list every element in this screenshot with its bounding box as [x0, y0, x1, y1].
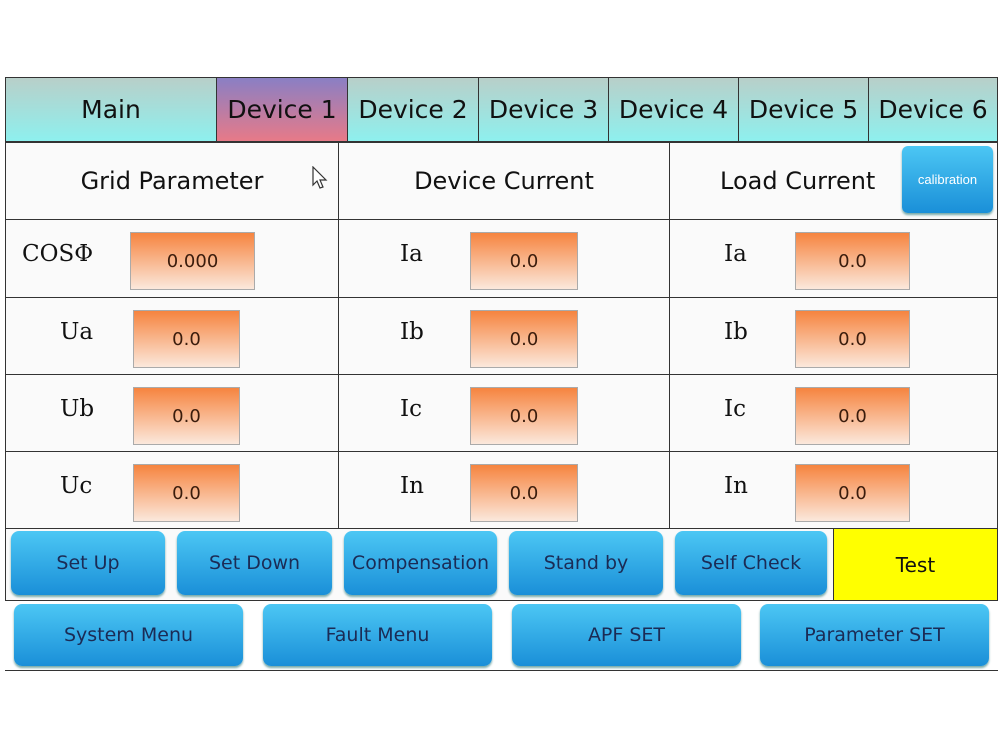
tab-device-5[interactable]: Device 5	[738, 77, 869, 142]
grid-value-field: 0.0	[133, 387, 240, 445]
device-label: Ib	[400, 319, 424, 345]
apf-set-button[interactable]: APF SET	[512, 604, 741, 666]
test-button[interactable]: Test	[833, 528, 998, 601]
grid-section-header: Grid Parameter	[5, 142, 339, 220]
calibration-button[interactable]: calibration	[902, 146, 993, 213]
fault-menu-button[interactable]: Fault Menu	[263, 604, 492, 666]
load-value-field: 0.0	[795, 232, 910, 290]
stand-by-button[interactable]: Stand by	[509, 531, 663, 595]
set-down-button[interactable]: Set Down	[177, 531, 332, 595]
grid-label: Ua	[60, 319, 94, 345]
load-value-field: 0.0	[795, 310, 910, 368]
load-value-field: 0.0	[795, 387, 910, 445]
grid-label: COSΦ	[22, 241, 94, 267]
parameter-set-button[interactable]: Parameter SET	[760, 604, 989, 666]
tab-device-6[interactable]: Device 6	[868, 77, 998, 142]
device-value-field: 0.0	[470, 310, 578, 368]
action-bar	[5, 528, 998, 601]
section-title: Grid Parameter	[80, 167, 264, 195]
device-label: In	[400, 473, 424, 499]
grid-value-field: 0.0	[133, 464, 240, 522]
device-value-field: 0.0	[470, 387, 578, 445]
tab-device-2[interactable]: Device 2	[347, 77, 479, 142]
device-label: Ia	[400, 241, 423, 267]
tab-device-1[interactable]: Device 1	[216, 77, 348, 142]
mouse-cursor-icon	[312, 165, 328, 190]
load-label: Ia	[724, 241, 747, 267]
tab-main[interactable]: Main	[5, 77, 217, 142]
load-value-field: 0.0	[795, 464, 910, 522]
grid-value-field: 0.000	[130, 232, 255, 290]
system-menu-button[interactable]: System Menu	[14, 604, 243, 666]
compensation-button[interactable]: Compensation	[344, 531, 497, 595]
load-label: In	[724, 473, 748, 499]
section-title: Load Current	[720, 167, 876, 195]
grid-label: Uc	[60, 473, 93, 499]
self-check-button[interactable]: Self Check	[675, 531, 827, 595]
load-label: Ic	[724, 396, 746, 422]
section-title: Device Current	[414, 167, 594, 195]
device-section-header: Device Current	[338, 142, 670, 220]
load-label: Ib	[724, 319, 748, 345]
tab-device-4[interactable]: Device 4	[608, 77, 739, 142]
grid-value-field: 0.0	[133, 310, 240, 368]
tab-device-3[interactable]: Device 3	[478, 77, 609, 142]
device-value-field: 0.0	[470, 464, 578, 522]
bottom-border	[5, 670, 998, 671]
device-value-field: 0.0	[470, 232, 578, 290]
grid-label: Ub	[60, 396, 95, 422]
set-up-button[interactable]: Set Up	[11, 531, 165, 595]
device-label: Ic	[400, 396, 422, 422]
